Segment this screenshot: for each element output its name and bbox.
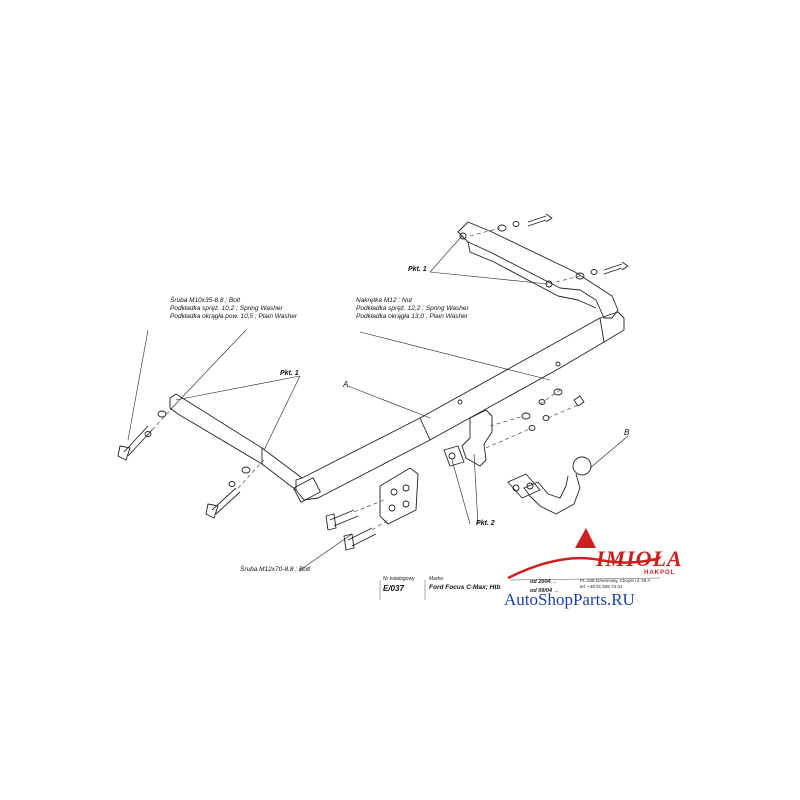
part-a-label: A bbox=[343, 380, 349, 389]
catalog-number: E/037 bbox=[383, 584, 404, 593]
make-label: Marka bbox=[429, 576, 443, 582]
callout-line: Podkładka spręż. 10,2 ; Spring Washer bbox=[170, 305, 283, 312]
center-hanger-bracket bbox=[443, 409, 493, 467]
bottom-bolt-callout: Śruba M12x70-8.8 ; Bolt bbox=[240, 566, 311, 573]
pkt1-top-label: Pkt. 1 bbox=[408, 266, 427, 273]
leader-lines bbox=[127, 235, 629, 571]
part-b-label: B bbox=[624, 428, 630, 437]
manufacturer-address: PL-338 Dzwonowy, Chopin ul. 29 A tel. +4… bbox=[580, 578, 650, 590]
left-bolt-callout: Śruba M10x35-8.8 ; Bolt Podkładka spręż.… bbox=[170, 297, 297, 321]
pkt1-left-label: Pkt. 1 bbox=[280, 370, 299, 377]
date-line: od 09/04 → bbox=[530, 588, 560, 594]
assembly-guide-lines bbox=[151, 227, 581, 531]
watermark-text: AutoShopParts.RU bbox=[504, 590, 635, 609]
right-mounting-bracket bbox=[457, 221, 619, 319]
manufacturer-logo: IMIOŁA bbox=[596, 546, 683, 571]
callout-line: Śruba M10x35-8.8 ; Bolt bbox=[170, 297, 241, 304]
vehicle-model: Ford Focus C-Max; Htb bbox=[429, 584, 501, 591]
pkt2-label: Pkt. 2 bbox=[476, 520, 495, 527]
bolts-left bbox=[117, 410, 377, 551]
address-line: PL-338 Dzwonowy, Chopin ul. 29 A bbox=[580, 578, 651, 583]
socket-plate bbox=[379, 467, 419, 525]
bolts-right-top bbox=[497, 213, 629, 431]
tow-ball-b bbox=[507, 456, 592, 515]
right-nut-callout: Nakrętka M12 ; Nut Podkładka spręż. 12,2… bbox=[356, 297, 469, 321]
callout-line: Podkładka okrągła 13,0 ; Plain Washer bbox=[356, 313, 468, 320]
callout-line: Nakrętka M12 ; Nut bbox=[356, 297, 412, 304]
callout-line: Podkładka okrągła pow. 10,5 ; Plain Wash… bbox=[170, 313, 298, 320]
manufacturer-logo-subtitle: HAKPOL bbox=[644, 570, 676, 576]
date-line: od 2004 → bbox=[530, 579, 558, 585]
cross-beam-a bbox=[169, 311, 625, 503]
production-dates: od 2004 → od 09/04 → bbox=[530, 578, 559, 596]
catalog-number-label: Nr katalogowy bbox=[383, 576, 415, 582]
callout-line: Podkładka spręż. 12,2 ; Spring Washer bbox=[356, 305, 469, 312]
address-line: tel. +48 61 835 73 31 bbox=[580, 584, 623, 589]
